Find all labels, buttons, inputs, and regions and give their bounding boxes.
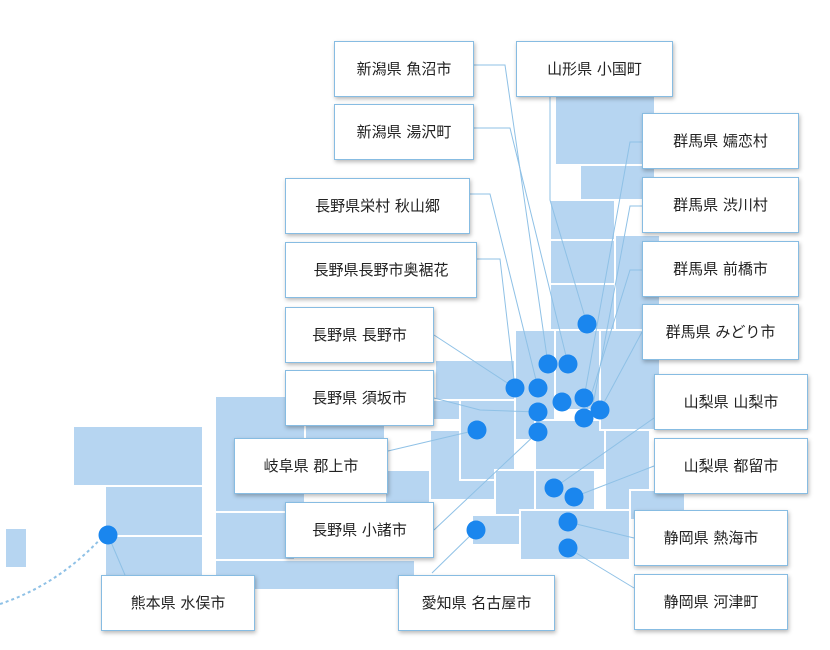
label-nagano-okususobana: 長野県長野市奥裾花: [285, 242, 477, 298]
label-gunma-shibukawa: 群馬県 渋川村: [642, 177, 799, 233]
label-niigata-uonuma: 新潟県 魚沼市: [334, 41, 474, 97]
location-markers: [98, 314, 610, 558]
label-yamagata-oguni: 山形県 小国町: [516, 41, 673, 97]
label-nagano-nagano: 長野県 長野市: [285, 307, 434, 363]
label-shizuoka-kawazu: 静岡県 河津町: [634, 574, 788, 630]
label-aichi-nagoya: 愛知県 名古屋市: [398, 575, 555, 631]
label-kumamoto-minamata: 熊本県 水俣市: [101, 575, 255, 631]
label-gunma-midori: 群馬県 みどり市: [642, 304, 799, 360]
sea-route-line: [0, 533, 106, 605]
label-nagano-suzaka: 長野県 須坂市: [285, 370, 434, 426]
label-gifu-gujo: 岐阜県 郡上市: [234, 438, 388, 494]
label-gunma-maebashi: 群馬県 前橋市: [642, 241, 799, 297]
leader-lines: [107, 64, 655, 589]
label-nagano-sakae-akiyamago: 長野県栄村 秋山郷: [285, 178, 470, 234]
label-gunma-tsumagoi: 群馬県 嬬恋村: [642, 113, 799, 169]
label-yamanashi-yamanashi: 山梨県 山梨市: [654, 374, 808, 430]
label-niigata-yuzawa: 新潟県 湯沢町: [334, 104, 474, 160]
label-shizuoka-atami: 静岡県 熱海市: [634, 510, 788, 566]
label-yamanashi-tsuru: 山梨県 都留市: [654, 438, 808, 494]
label-nagano-komoro: 長野県 小諸市: [285, 502, 434, 558]
